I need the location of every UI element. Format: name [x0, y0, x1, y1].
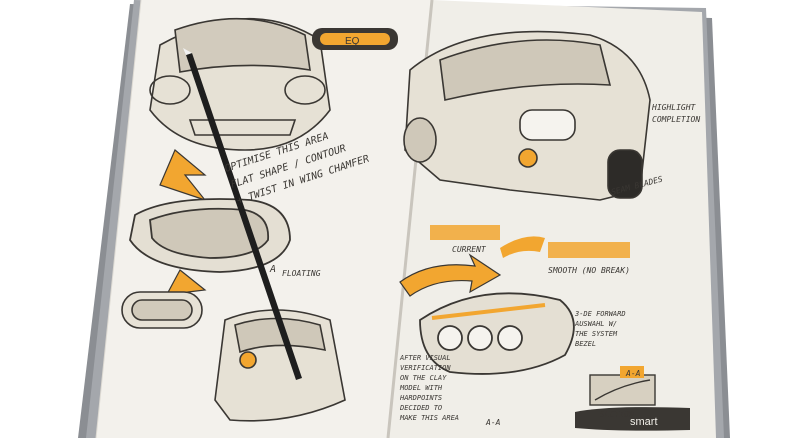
- label-section: SECTION: [600, 410, 634, 419]
- current-smooth-swatches: [430, 225, 630, 258]
- label-aa-1: A-A: [625, 369, 641, 378]
- note-after-6: DECIDED TO: [399, 404, 442, 412]
- note-trim-4: BEZEL: [575, 340, 596, 348]
- headlamp-detail-sketch: [129, 198, 291, 273]
- small-lamp-sketch: [121, 291, 203, 329]
- note-after-5: HARDPOINTS: [399, 394, 442, 402]
- rear-view-sketch: [214, 309, 346, 422]
- note-trim-3: THE SYSTEM: [575, 330, 618, 338]
- badge-sketch: [312, 28, 398, 50]
- brand-text: smart: [630, 416, 658, 428]
- note-smooth: SMOOTH (NO BREAK): [548, 266, 630, 275]
- note-after-3: ON THE CLAY: [400, 374, 447, 382]
- note-completion: COMPLETION: [652, 115, 700, 124]
- label-floating: FLOATING: [282, 269, 321, 278]
- badge-text: EQ: [345, 36, 360, 47]
- label-a: A: [269, 264, 276, 275]
- note-after-2: VERIFICATION: [400, 364, 451, 372]
- stylus-pen: [183, 48, 302, 380]
- note-trim-2: AUSWAHL W/: [574, 320, 617, 328]
- note-after-7: MAKE THIS AREA: [399, 414, 459, 422]
- lamp-cluster-sketch: [419, 292, 575, 375]
- smart-logo-sketch: [575, 407, 690, 431]
- arrow-accent-right: [399, 253, 502, 297]
- note-current: CURRENT: [452, 245, 487, 254]
- note-trim-1: 3-DE FORWARD: [574, 310, 626, 318]
- note-after-4: MODEL WITH: [399, 384, 443, 392]
- section-sketch: [589, 366, 656, 406]
- front-view-sketch: [149, 17, 331, 151]
- note-after-1: AFTER VISUAL: [399, 354, 451, 362]
- three-quarter-car-sketch: [403, 30, 651, 201]
- label-aa-2: A-A: [485, 418, 501, 427]
- note-highlight: HIGHLIGHT: [651, 103, 697, 112]
